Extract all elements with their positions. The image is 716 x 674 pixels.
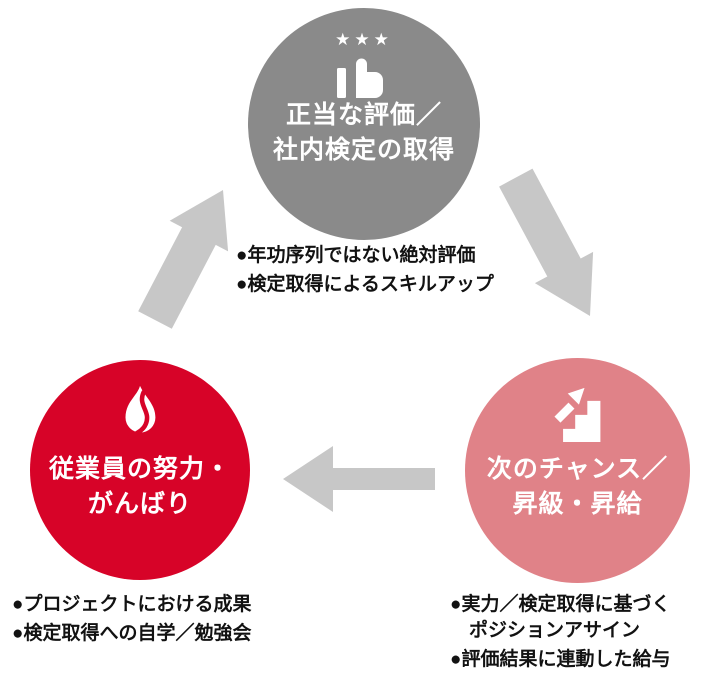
- flame-icon: [125, 385, 156, 440]
- circle-chance-line1: 次のチャンス／: [486, 455, 669, 483]
- circle-evaluation-line2: 社内検定の取得: [272, 136, 455, 164]
- note-list-evaluation: ●年功序列ではない絶対評価 ●検定取得によるスキルアップ: [236, 243, 506, 301]
- circle-evaluation: ★★★ 正当な評価／ 社内検定の取得: [248, 8, 480, 240]
- arrow-evaluation-to-chance-icon: [499, 168, 594, 316]
- star-rating-icon: ★★★: [335, 30, 393, 49]
- note-item: ●プロジェクトにおける成果: [12, 594, 252, 615]
- note-item: ●検定取得への自学／勉強会: [12, 623, 252, 644]
- circle-effort-line2: がんばり: [87, 490, 192, 518]
- note-list-effort: ●プロジェクトにおける成果 ●検定取得への自学／勉強会: [12, 592, 302, 650]
- circle-chance-line2: 昇級・昇給: [512, 490, 643, 518]
- arrow-chance-to-effort-icon: [283, 446, 435, 512]
- circle-chance: 次のチャンス／ 昇級・昇給: [465, 358, 690, 583]
- note-list-chance: ●実力／検定取得に基づく ポジションアサイン ●評価結果に連動した給与: [450, 592, 714, 674]
- note-item: ●検定取得によるスキルアップ: [236, 274, 494, 295]
- circle-chance-label: 次のチャンス／ 昇級・昇給: [465, 452, 690, 522]
- circle-evaluation-line1: 正当な評価／: [285, 101, 442, 129]
- circle-effort: 従業員の努力・ がんばり: [30, 360, 250, 580]
- note-item: ●評価結果に連動した給与: [450, 649, 671, 670]
- circle-effort-label: 従業員の努力・ がんばり: [30, 452, 250, 522]
- note-item: ●年功序列ではない絶対評価: [236, 245, 476, 266]
- circle-evaluation-label: 正当な評価／ 社内検定の取得: [248, 98, 480, 168]
- arrow-effort-to-evaluation-icon: [138, 190, 229, 329]
- circle-effort-line1: 従業員の努力・: [48, 455, 231, 483]
- stairs-up-icon: [553, 387, 600, 442]
- thumbs-up-icon: [337, 58, 383, 98]
- note-item: ●実力／検定取得に基づく ポジションアサイン: [450, 594, 671, 641]
